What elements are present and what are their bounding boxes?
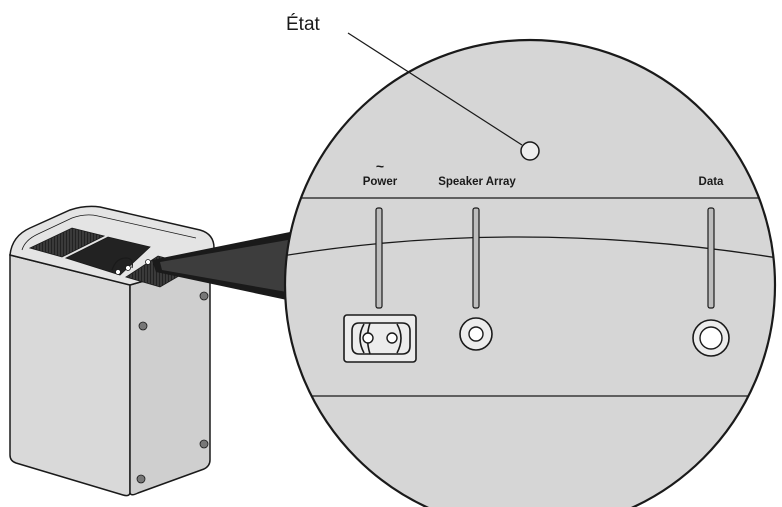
power-slot xyxy=(375,207,383,309)
power-label: Power xyxy=(363,176,398,188)
speaker-array-label: Speaker Array xyxy=(438,176,516,188)
device-screw xyxy=(199,439,209,449)
speaker-array-slot xyxy=(472,207,480,309)
device-screw xyxy=(199,291,209,301)
status-led xyxy=(520,141,540,161)
device-front-face xyxy=(9,254,131,497)
device-side-face xyxy=(129,261,211,496)
magnified-view: ~ Power Speaker Array Data xyxy=(283,38,777,507)
power-symbol: ~ xyxy=(376,158,384,174)
magnifier-circle xyxy=(285,40,775,507)
device-screw xyxy=(138,321,148,331)
status-callout-label: État xyxy=(286,14,321,35)
device-grille-left xyxy=(28,227,106,258)
data-label: Data xyxy=(699,176,725,188)
data-slot xyxy=(707,207,715,309)
speaker-array-jack-icon xyxy=(459,317,493,351)
device-illustration xyxy=(9,205,215,497)
data-jack-icon xyxy=(692,319,730,357)
power-inlet-icon xyxy=(343,314,417,363)
callout-leader-line xyxy=(347,32,523,146)
device-screw xyxy=(136,474,146,484)
